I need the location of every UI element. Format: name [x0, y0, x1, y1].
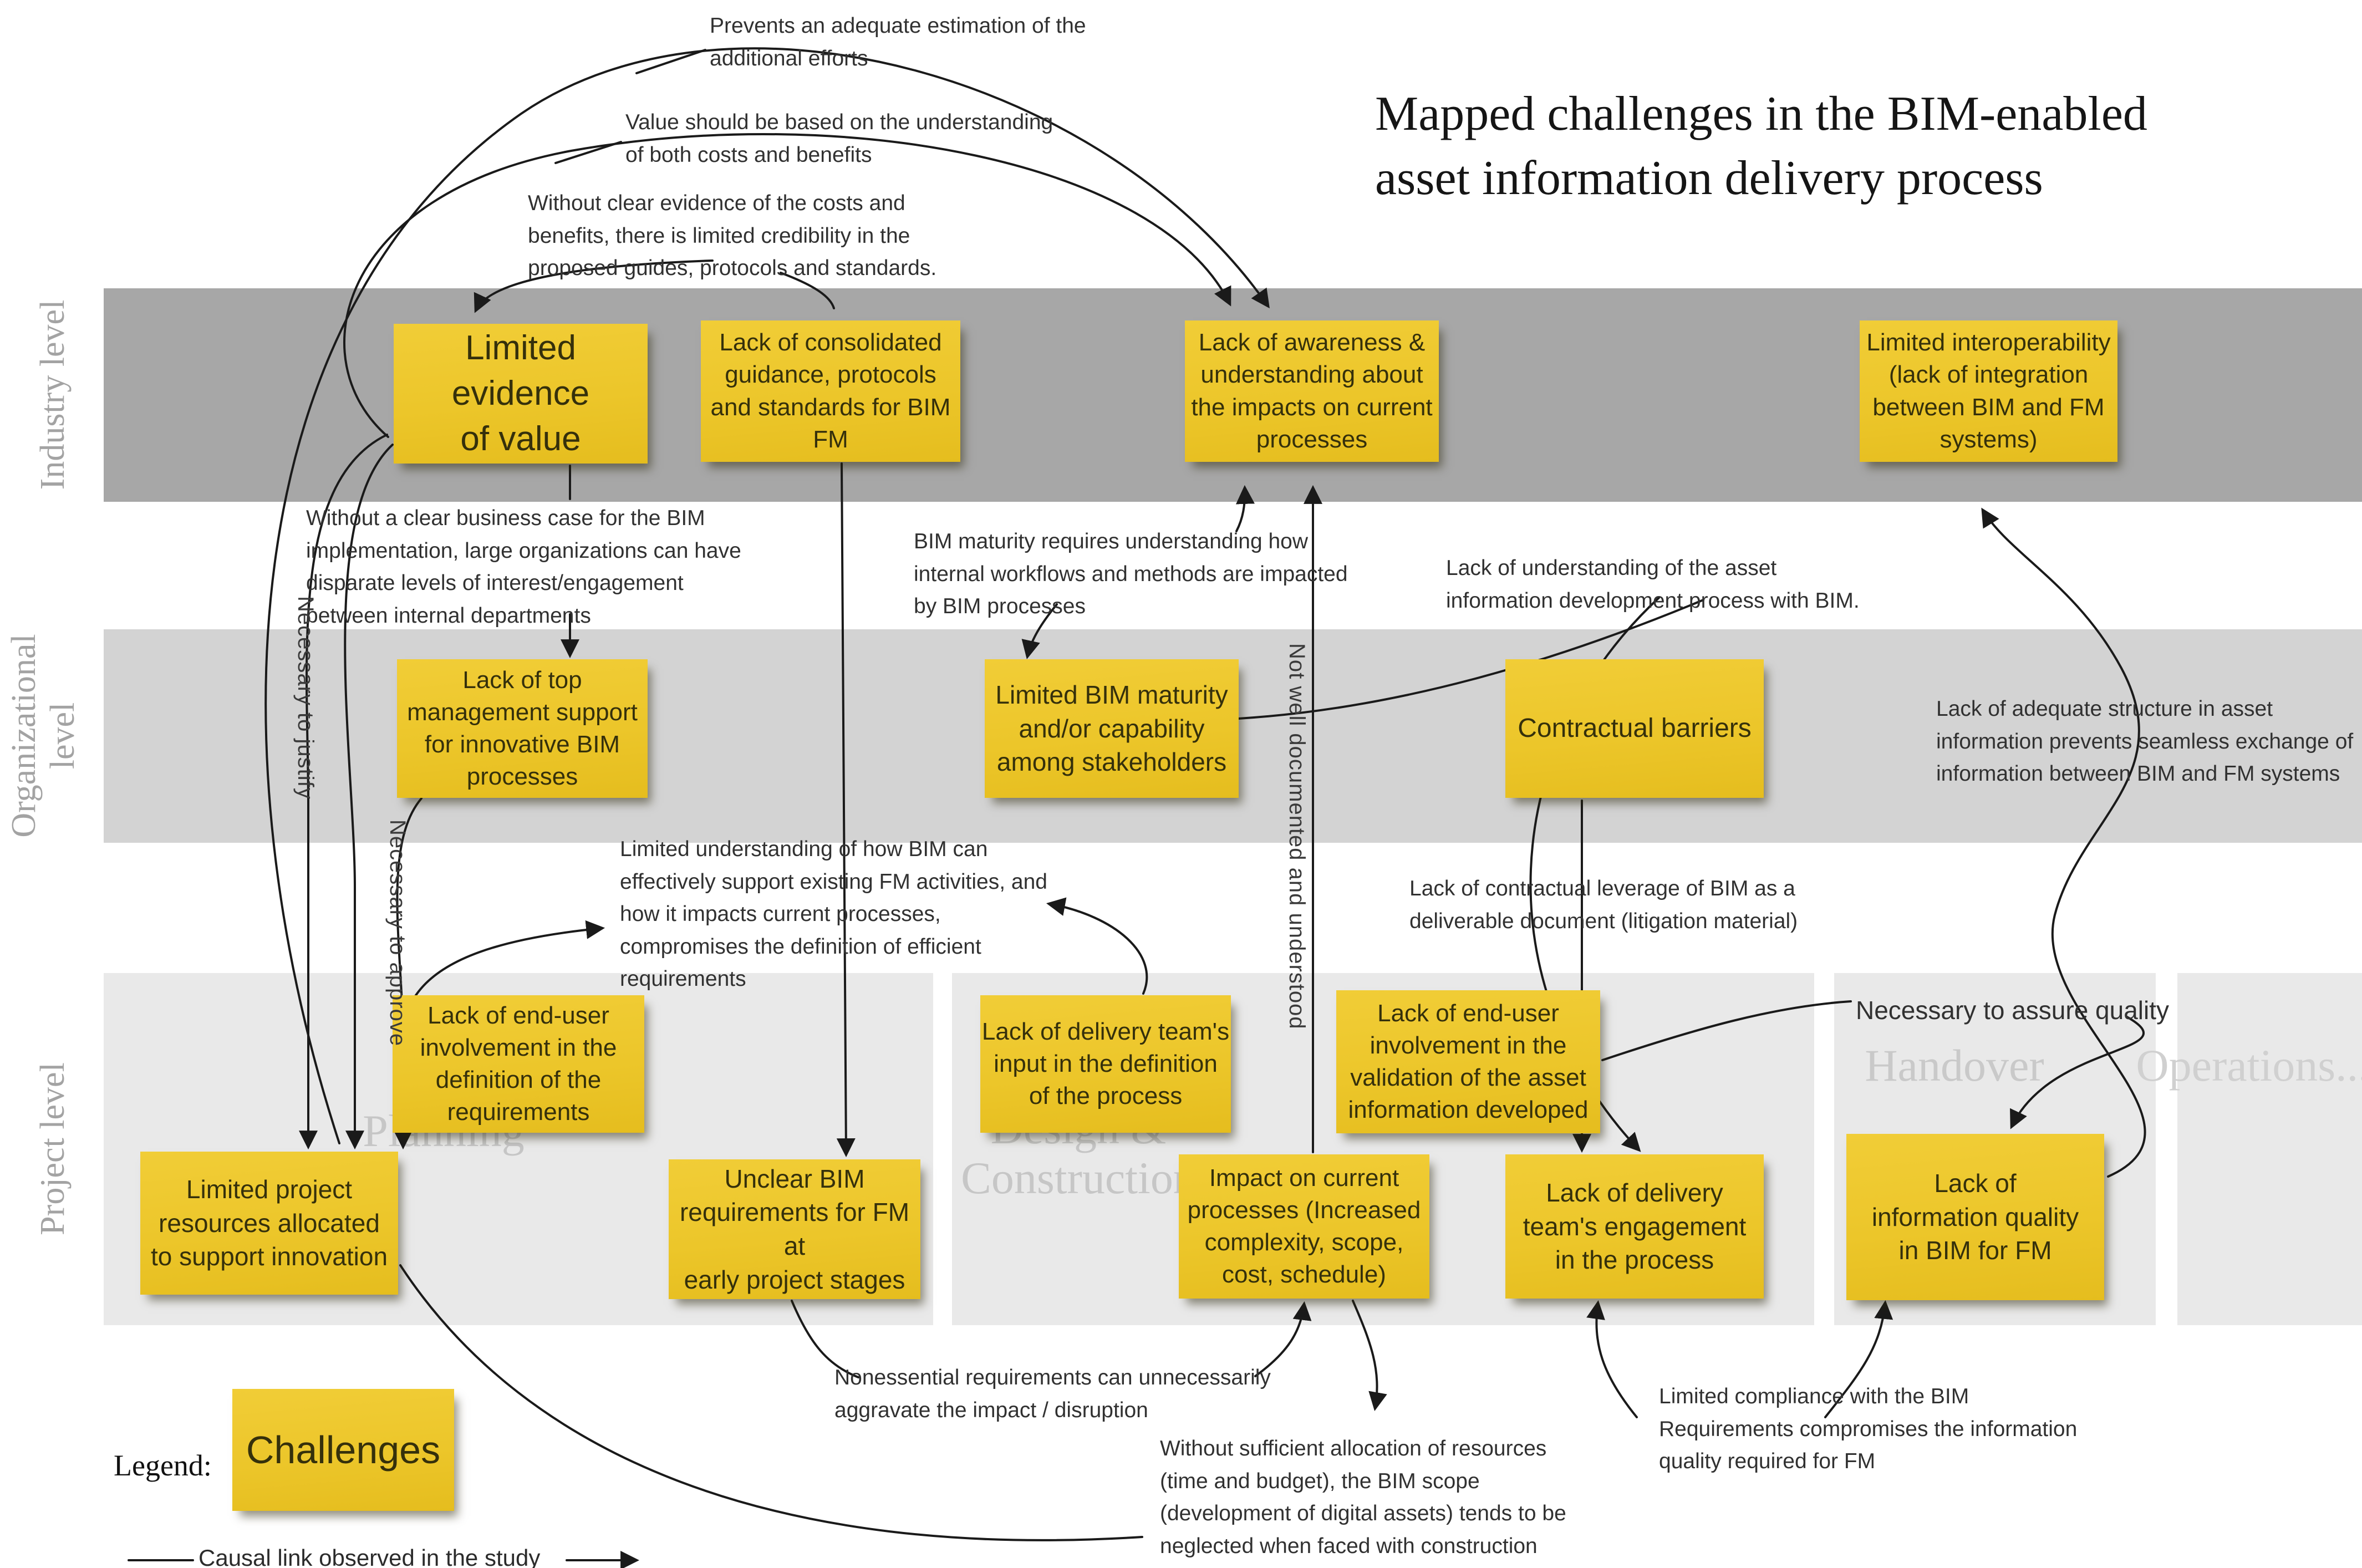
arrow-dash-credibility-to-guidance	[780, 272, 835, 309]
page-title: Mapped challenges in the BIM-enabled ass…	[1375, 87, 2147, 206]
annotation-lack-adequate-structure: Lack of adequate structure in asset info…	[1936, 697, 2354, 786]
arrow-arrow-guidance-to-unclear	[836, 462, 856, 1158]
arrow-arc-resources-to-awareness	[264, 47, 1270, 1144]
annotation-prevents-estimation: Prevents an adequate estimation of the a…	[710, 14, 1086, 70]
annotation-bim-maturity-requires: BIM maturity requires understanding how …	[914, 530, 1348, 618]
annotation-value-understanding: Value should be based on the understandi…	[625, 110, 1053, 167]
arrow-arrow-nonessential-to-impact	[1254, 1301, 1312, 1377]
arrow-dash-prevents	[635, 49, 706, 74]
arrow-arrow-enduser-to-limitedunderstanding	[414, 920, 605, 998]
vertical-label-necessary-to-approve: Necessary to approve	[385, 819, 410, 1047]
sticky-note-impact-current-processes: Impact on current processes (Increased c…	[1179, 1154, 1429, 1299]
annotation-lack-contractual-leverage: Lack of contractual leverage of BIM as a…	[1409, 877, 1798, 933]
annotation-limited-understanding-bim: Limited understanding of how BIM can eff…	[620, 837, 1047, 991]
sticky-note-legend-challenges: Challenges	[232, 1389, 454, 1511]
sticky-note-limited-interoperability: Limited interoperability (lack of integr…	[1860, 320, 2117, 462]
arrow-connector-validation-to-quality	[1601, 1000, 1852, 1061]
arrow-arrow-bimmaturity-to-maturity	[1021, 603, 1058, 659]
arrow-arrow-input-to-limitedunderstanding	[1046, 897, 1148, 995]
annotation-limited-compliance: Limited compliance with the BIM Requirem…	[1659, 1384, 2078, 1473]
arrow-arrow-infoquality-to-interop	[1981, 507, 2146, 1178]
sticky-note-lack-enduser-validation: Lack of end-user involvement in the vali…	[1336, 990, 1600, 1133]
annotation-without-business-case: Without a clear business case for the BI…	[306, 506, 741, 628]
sticky-note-limited-bim-maturity: Limited BIM maturity and/or capability a…	[985, 659, 1239, 798]
sticky-note-lack-information-quality: Lack of information quality in BIM for F…	[1846, 1134, 2104, 1300]
phase-label-operations: Operations...	[2136, 1040, 2362, 1091]
arrow-connector-unclear-to-nonessential	[791, 1300, 859, 1378]
sticky-note-lack-enduser-requirements: Lack of end-user involvement in the defi…	[393, 995, 644, 1133]
arrow-arrow-maturity-up-to-awareness	[1235, 485, 1255, 532]
legend-label: Legend:	[114, 1449, 212, 1482]
sticky-note-unclear-bim-requirements: Unclear BIM requirements for FM at early…	[669, 1159, 920, 1299]
arrow-arrow-compliance-to-infoquality	[1824, 1300, 1893, 1418]
phase-label-handover: Handover	[1865, 1040, 2044, 1091]
sticky-note-limited-project-resources: Limited project resources allocated to s…	[140, 1152, 398, 1295]
sticky-note-limited-evidence-of-value: Limited evidence of value	[394, 324, 648, 464]
sticky-note-lack-awareness-understanding: Lack of awareness & understanding about …	[1185, 320, 1439, 462]
annotation-without-sufficient-allocation: Without sufficient allocation of resourc…	[1160, 1437, 1566, 1568]
arrow-connector-maturity-to-understanding	[1238, 599, 1704, 720]
arrow-arrow-assure-to-infoquality	[2010, 1016, 2145, 1129]
arrow-arrow-credibility-to-evidence	[474, 259, 714, 313]
vertical-label-necessary-to-justify: Necessary to justify	[293, 596, 318, 800]
annotation-nonessential-requirements: Nonessential requirements can unnecessar…	[834, 1366, 1271, 1422]
arrow-arrow-compliance-to-engagement	[1586, 1300, 1638, 1418]
annotation-lack-understanding-asset: Lack of understanding of the asset infor…	[1446, 556, 1860, 613]
operations-band	[2177, 973, 2362, 1325]
legend-causal-link-label: Causal link observed in the study	[198, 1545, 541, 1568]
sticky-note-lack-consolidated-guidance: Lack of consolidated guidance, protocols…	[701, 320, 960, 462]
annotation-without-clear-evidence: Without clear evidence of the costs and …	[528, 191, 937, 280]
annotation-necessary-assure-quality: Necessary to assure quality	[1856, 996, 2170, 1025]
sticky-note-lack-top-management-support: Lack of top management support for innov…	[397, 659, 648, 798]
arrow-arrow-impact-to-allocation	[1352, 1300, 1387, 1412]
arrow-arrow-justify-to-resources	[299, 434, 388, 1150]
arrow-connector-resources-to-allocation	[399, 1264, 1143, 1541]
sticky-note-lack-delivery-team-input: Lack of delivery team's input in the def…	[980, 995, 1231, 1133]
arrow-arrow-evidence-to-resources	[344, 444, 394, 1150]
sticky-note-lack-delivery-engagement: Lack of delivery team's engagement in th…	[1505, 1154, 1764, 1299]
arrow-dash-value	[554, 141, 622, 164]
sticky-note-contractual-barriers: Contractual barriers	[1505, 659, 1764, 798]
vertical-label-not-well-documented: Not well documented and understood	[1285, 643, 1309, 1030]
